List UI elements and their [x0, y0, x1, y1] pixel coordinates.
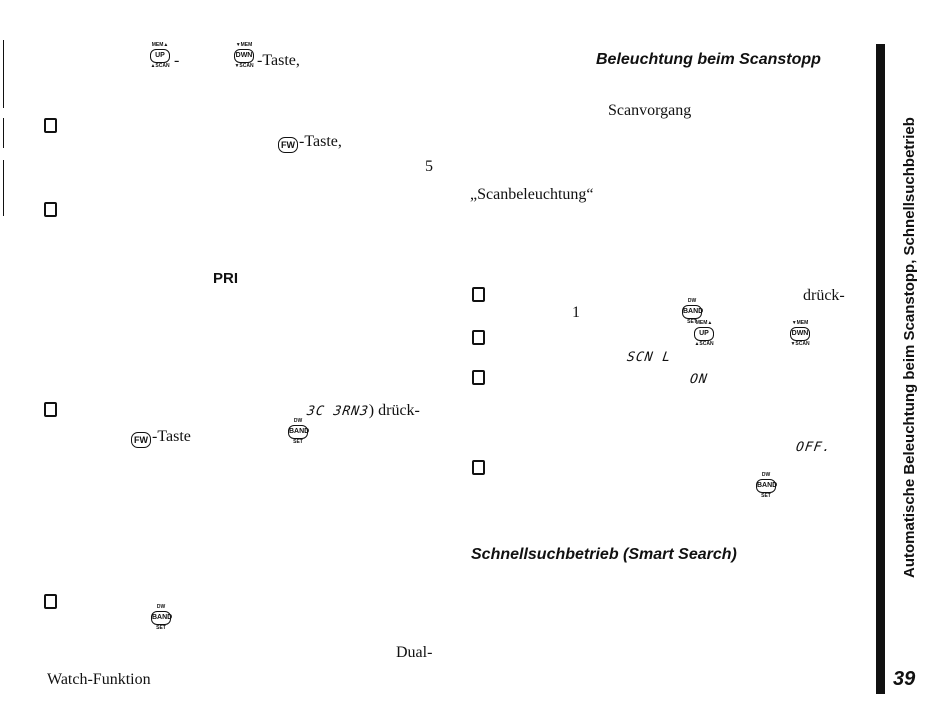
- line2-fw-taste: FW-Taste,: [278, 133, 342, 153]
- druck-text: drück-: [803, 287, 845, 304]
- scanbeleuchtung-text: „Scanbeleuchtung“: [470, 186, 594, 203]
- checkbox-icon-7: [472, 370, 485, 385]
- bc-band-line: 3C 3RN3) drück-: [305, 402, 420, 419]
- checkbox-icon-5: [472, 287, 485, 302]
- checkbox-icon-6: [472, 330, 485, 345]
- watch-funktion-text: Watch-Funktion: [47, 671, 151, 688]
- scanvorgang-text: Scanvorgang: [608, 102, 692, 119]
- fw-taste-line: FW-Taste: [131, 428, 191, 448]
- up-key-icon-2: MEM▲UP▲SCAN: [694, 320, 714, 347]
- section-heading-smart-search: Schnellsuchbetrieb (Smart Search): [471, 546, 737, 563]
- on-lcd: ON: [688, 372, 709, 387]
- off-lcd: OFF.: [794, 440, 833, 455]
- line2-number: 5: [425, 158, 433, 175]
- section-heading-scan-light: Beleuchtung beim Scanstopp: [596, 51, 821, 68]
- fw-key-icon: FW: [278, 137, 298, 153]
- checkbox-icon-4: [44, 594, 57, 609]
- up-key-icon: MEM▲UP▲SCAN: [150, 42, 170, 69]
- sidebar-title: Automatische Beleuchtung beim Scanstopp,…: [901, 117, 918, 578]
- checkbox-icon-3: [44, 402, 57, 417]
- page-number: 39: [893, 668, 916, 690]
- pri-label: PRI: [213, 270, 239, 287]
- margin-rule-top: [3, 40, 4, 108]
- line1-taste: -Taste,: [257, 52, 300, 69]
- bc-band-lcd: 3C 3RN3: [305, 404, 370, 419]
- checkbox-icon-8: [472, 460, 485, 475]
- scn-l-lcd: SCN L: [625, 350, 673, 365]
- checkbox-icon-2: [44, 202, 57, 217]
- sidebar-bar: [876, 44, 885, 694]
- margin-rule-mid: [3, 118, 4, 148]
- checkbox-icon-1: [44, 118, 57, 133]
- dual-text: Dual-: [396, 644, 433, 661]
- step-number: 1: [572, 304, 580, 321]
- margin-rule-bottom: [3, 160, 4, 216]
- fw-key-icon-2: FW: [131, 432, 151, 448]
- line1-dash: -: [174, 52, 180, 69]
